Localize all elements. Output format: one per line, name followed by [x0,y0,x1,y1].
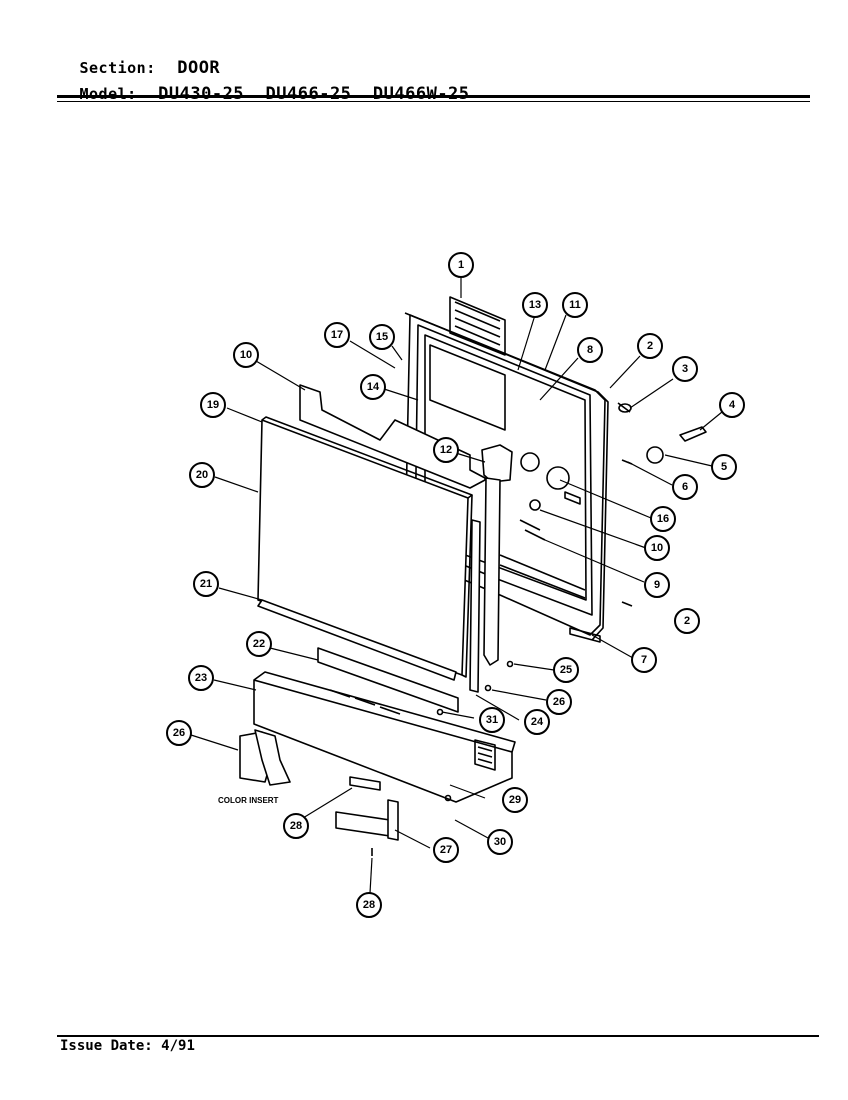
callout-2: 2 [674,608,700,634]
svg-text:28: 28 [290,820,302,832]
issue-date-line: Issue Date: 4/91 [60,1038,195,1054]
callout-17: 17 [324,322,350,348]
svg-text:11: 11 [569,299,581,311]
callout-2: 2 [637,333,663,359]
issue-date-label: Issue Date: [60,1038,153,1054]
callout-4: 4 [719,392,745,418]
callout-26: 26 [166,720,192,746]
leader-lines [190,278,723,894]
svg-text:3: 3 [682,363,688,375]
mounting-bracket [335,776,399,841]
callout-9: 9 [644,572,670,598]
outer-door-panel [257,416,473,678]
vent-part [449,296,506,356]
callout-16: 16 [650,506,676,532]
svg-text:17: 17 [331,329,343,341]
model-heading: Model: DU430-25 DU466-25 DU466W-25 [58,64,470,104]
callout-22: 22 [246,631,272,657]
side-trim [469,519,481,693]
model-label: Model: [79,85,137,103]
callout-3: 3 [672,356,698,382]
callout-5: 5 [711,454,737,480]
callout-10: 10 [233,342,259,368]
callout-30: 30 [487,829,513,855]
issue-date-value: 4/91 [161,1038,195,1054]
callout-25: 25 [553,657,579,683]
svg-text:1: 1 [458,259,464,271]
svg-text:2: 2 [684,615,690,627]
color-insert-label: COLOR INSERT [218,796,279,805]
latch-housing [481,444,513,666]
svg-text:7: 7 [641,654,647,666]
svg-text:9: 9 [654,579,660,591]
svg-text:10: 10 [240,349,252,361]
svg-text:27: 27 [440,844,452,856]
section-heading: Section: DOOR [58,38,220,78]
footer-rule [57,1035,819,1037]
svg-text:14: 14 [367,381,380,393]
door-frame [299,384,486,489]
callout-8: 8 [577,337,603,363]
svg-text:8: 8 [587,344,593,356]
svg-text:12: 12 [440,444,452,456]
svg-text:16: 16 [657,513,669,525]
callout-24: 24 [524,709,550,735]
svg-text:19: 19 [207,399,219,411]
svg-text:31: 31 [486,714,498,726]
model-number: DU430-25 [158,84,245,104]
svg-text:6: 6 [682,481,688,493]
callout-27: 27 [433,837,459,863]
callout-23: 23 [188,665,214,691]
callout-19: 19 [200,392,226,418]
svg-text:22: 22 [253,638,265,650]
header-rule [57,101,810,102]
header-rule [57,95,810,98]
svg-text:24: 24 [531,716,544,728]
callout-10: 10 [644,535,670,561]
callout-13: 13 [522,292,548,318]
svg-text:28: 28 [363,899,375,911]
svg-text:13: 13 [529,299,541,311]
callout-26: 26 [546,689,572,715]
svg-text:23: 23 [195,672,207,684]
callout-1: 1 [448,252,474,278]
callout-14: 14 [360,374,386,400]
door-gasket [404,312,609,641]
callout-28: 28 [283,813,309,839]
callout-28: 28 [356,892,382,918]
bottom-trim-strip [257,599,457,681]
model-number: DU466-25 [265,84,352,104]
callout-21: 21 [193,571,219,597]
callout-11: 11 [562,292,588,318]
svg-text:4: 4 [729,399,736,411]
callout-31: 31 [479,707,505,733]
callout-20: 20 [189,462,215,488]
color-insert-panel [239,729,291,786]
callout-15: 15 [369,324,395,350]
section-label: Section: [79,59,156,77]
svg-text:26: 26 [553,696,565,708]
bottom-strip [569,627,601,643]
svg-text:20: 20 [196,469,208,481]
svg-text:5: 5 [721,461,727,473]
callout-29: 29 [502,787,528,813]
svg-text:30: 30 [494,836,506,848]
callout-circles: 1 2 3 4 5 6 2 7 8 9 10 10 11 12 13 14 15… [166,252,745,918]
svg-text:26: 26 [173,727,185,739]
svg-text:21: 21 [200,578,212,590]
callout-12: 12 [433,437,459,463]
svg-text:15: 15 [376,331,388,343]
section-value: DOOR [177,58,221,78]
svg-text:25: 25 [560,664,572,676]
svg-text:29: 29 [509,794,521,806]
model-number: DU466W-25 [372,84,470,104]
kick-plate [253,671,516,803]
svg-text:10: 10 [651,542,663,554]
callout-6: 6 [672,474,698,500]
callout-7: 7 [631,647,657,673]
screw-parts [371,402,707,856]
svg-text:2: 2 [647,340,653,352]
